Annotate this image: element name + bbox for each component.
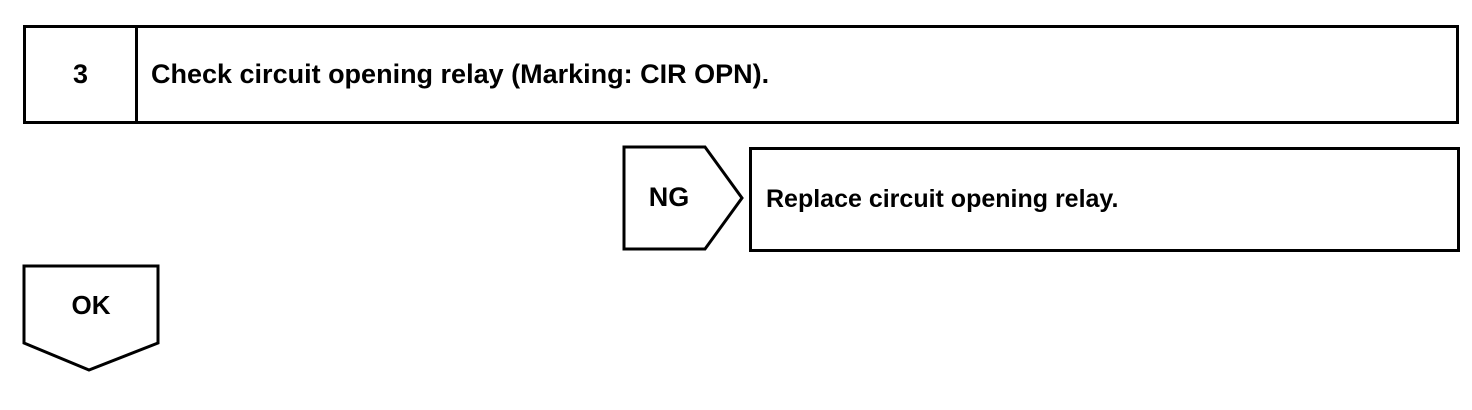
step-number: 3 [26,28,138,121]
ok-label: OK [71,289,111,320]
ng-arrow-shape [622,145,744,251]
ng-action-box: Replace circuit opening relay. [749,147,1460,252]
ng-label: NG [648,181,690,212]
ng-action-text: Replace circuit opening relay. [766,185,1119,213]
step-box: 3 Check circuit opening relay (Marking: … [23,25,1459,124]
step-title: Check circuit opening relay (Marking: CI… [151,59,770,89]
ok-arrow-shape [22,264,160,372]
